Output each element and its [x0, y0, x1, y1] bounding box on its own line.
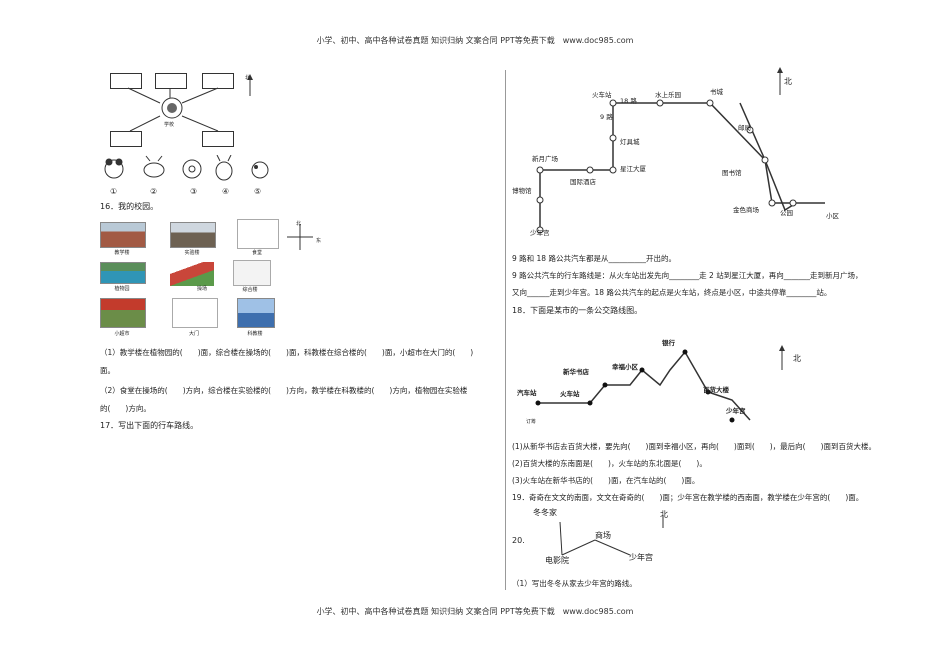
- school-label: 学校: [164, 122, 175, 128]
- place-label-shop: 小超市: [114, 331, 130, 337]
- q16-part1-line1: （1）教学楼在植物园的( )面，综合楼在操场的( )面，科教楼在综合楼的( )面…: [100, 348, 474, 357]
- animal-number-4: ④: [222, 187, 230, 196]
- station-baihuo: 百货大楼: [703, 386, 729, 394]
- stop-bowu: 博物馆: [512, 187, 532, 195]
- station-huoche: 火车站: [560, 390, 580, 398]
- stop-tushu: 图书馆: [722, 169, 742, 177]
- station-xinhua: 新华书店: [563, 368, 589, 376]
- map-north: 北: [784, 77, 792, 86]
- blank-box-3[interactable]: [202, 73, 234, 89]
- stop-xiaoqu: 小区: [826, 212, 839, 220]
- stop-guoji: 国际酒店: [570, 178, 596, 186]
- station-xingfu: 幸福小区: [612, 363, 638, 371]
- station-shaonian: 少年宫: [726, 407, 746, 415]
- place-label-canteen: 食堂: [251, 250, 262, 256]
- stop-youju: 邮局: [738, 124, 751, 132]
- station-start: 订筹: [526, 419, 537, 425]
- q18-title: 18．下面是某市的一条公交路线图。: [512, 306, 643, 315]
- animal-icons: [104, 155, 269, 181]
- bus-question-line2: 9 路公共汽车的行车路线是：从火车站出发先向________走 2 站到星江大厦…: [512, 271, 863, 280]
- place-image-science: [237, 298, 275, 328]
- blank-box-4[interactable]: [110, 131, 142, 147]
- place-image-gate: [172, 298, 218, 328]
- stop-xingjiang: 星江大厦: [620, 165, 646, 173]
- bus-question-line1: 9 路和 18 路公共汽车都是从__________开出的。: [512, 254, 676, 263]
- stop-xinyue: 新月广场: [532, 155, 558, 163]
- q18-part2: (2)百货大楼的东南面是( )，火车站的东北面是( )。: [512, 459, 707, 468]
- column-divider: [505, 70, 506, 590]
- stop-dengju: 灯具城: [620, 138, 640, 146]
- school-diagram: [127, 74, 253, 132]
- q17-title: 17．写出下面的行车路线。: [100, 421, 199, 430]
- q20-dongdong: 冬冬家: [533, 508, 557, 517]
- station-qiche: 汽车站: [517, 389, 537, 397]
- q20-shangchang: 商场: [595, 531, 611, 540]
- place-label-teaching: 教学楼: [114, 250, 130, 256]
- q16-title: 16．我的校园。: [100, 202, 159, 211]
- place-label-lab: 实验楼: [184, 250, 200, 256]
- q20-shaonian: 少年宫: [629, 553, 653, 562]
- q18-north: 北: [793, 354, 801, 363]
- station-yinhang: 银行: [662, 339, 675, 347]
- q20-diagram: [559, 515, 664, 556]
- bus-route-map: [536, 67, 825, 234]
- page-footer: 小学、初中、高中各种试卷真题 知识归纳 文案合同 PPT等免费下载 www.do…: [316, 607, 634, 616]
- q16-part1-line2: 面。: [100, 366, 115, 375]
- q20-number: 20.: [512, 536, 525, 545]
- place-image-lab: [170, 222, 216, 248]
- stop-jinse: 金色商场: [733, 206, 759, 214]
- compass-north: 北: [296, 221, 302, 227]
- q18-route-map: [535, 345, 785, 423]
- bus-question-line3: 又向______走到少年宫。18 路公共汽车的起点是火车站，终点是小区，中途共停…: [512, 288, 832, 297]
- q16-part2-line1: （2）食堂在操场的( )方向，综合楼在实验楼的( )方向，教学楼在科教楼的( )…: [100, 386, 468, 395]
- q20-dianying: 电影院: [545, 556, 569, 565]
- place-image-canteen: [237, 219, 279, 249]
- blank-box-1[interactable]: [110, 73, 142, 89]
- stop-gongyuan: 公园: [780, 209, 793, 217]
- animal-number-1: ①: [110, 187, 118, 196]
- place-image-teaching: [100, 222, 146, 248]
- place-image-complex: [233, 260, 271, 286]
- place-image-shop: [100, 298, 146, 328]
- animal-number-2: ②: [150, 187, 158, 196]
- stop-shuishang: 水上乐园: [655, 91, 681, 99]
- place-label-gate: 大门: [188, 331, 199, 337]
- stop-shucheng: 书城: [710, 88, 723, 96]
- route-9-label: 9 路: [600, 113, 613, 121]
- place-image-playground: [170, 262, 214, 286]
- page-header: 小学、初中、高中各种试卷真题 知识归纳 文案合同 PPT等免费下载 www.do…: [316, 36, 634, 45]
- blank-box-5[interactable]: [202, 131, 234, 147]
- place-image-garden: [100, 262, 146, 284]
- stop-huoche: 火车站: [592, 91, 612, 99]
- q16-part2-line2: 的( )方向。: [100, 404, 151, 413]
- stop-shaonian: 少年宫: [530, 229, 550, 237]
- place-label-playground: 操场: [196, 286, 207, 292]
- route-18-label: 18 路: [620, 97, 637, 105]
- q20-north: 北: [660, 510, 668, 519]
- blank-box-2[interactable]: [155, 73, 187, 89]
- animal-number-5: ⑤: [254, 187, 262, 196]
- q19-text: 19．奇奇在文文的南面，文文在奇奇的( )面；少年宫在教学楼的西南面，教学楼在少…: [512, 493, 864, 502]
- place-label-science: 科教楼: [247, 331, 263, 337]
- compass-icon: [287, 224, 313, 250]
- north-label: 北: [245, 75, 251, 81]
- compass-east: 东: [316, 238, 322, 244]
- place-label-garden: 植物园: [114, 286, 130, 292]
- q18-part1: (1)从新华书店去百货大楼，要先向( )面到幸福小区，再向( )面到( )，最后…: [512, 442, 877, 451]
- animal-number-3: ③: [190, 187, 198, 196]
- q18-part3: (3)火车站在新华书店的( )面，在汽车站的( )面。: [512, 476, 700, 485]
- place-label-complex: 综合楼: [242, 287, 258, 293]
- q20-part1: （1）写出冬冬从家去少年宫的路线。: [512, 579, 637, 588]
